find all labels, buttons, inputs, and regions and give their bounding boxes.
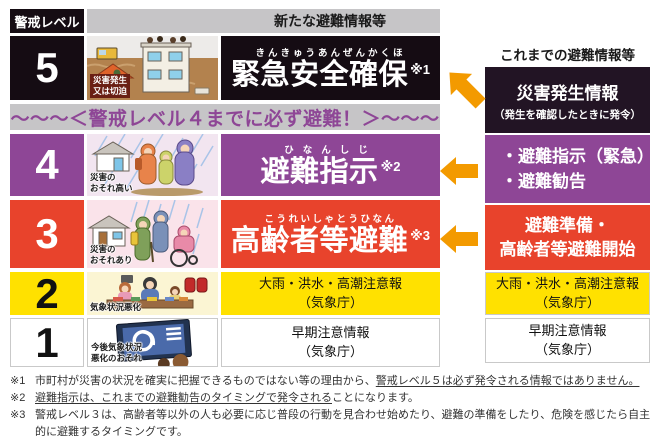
level-5-note-ref: ※1 [410,62,430,78]
arrow-left-level4-icon [440,156,478,186]
previous-early-line2: （気象庁） [534,341,600,357]
previous-advisory-box: 大雨・洪水・高潮注意報 （気象庁） [485,272,650,315]
arrow-left-level3-icon [440,224,478,254]
level-2-info-line1: 大雨・洪水・高潮注意報 [258,276,402,292]
level-5-ruby: きんきゅうあんぜんかくほ [255,48,406,60]
previous-disaster-line1: 災害発生情報 [516,83,619,103]
level-5-number: 5 [10,36,84,100]
previous-info-header: これまでの避難情報等 [485,45,650,63]
level-3-note-ref: ※3 [410,228,430,244]
previous-prepare-line2: 高齢者等避難開始 [499,239,636,259]
previous-early-info-box: 早期注意情報 （気象庁） [485,318,650,363]
level-1-illustration-cell: 今後気象状況 悪化のおそれ [87,318,218,367]
previous-evacuation-prepare-box: 避難準備・ 高齢者等避難開始 [485,205,650,270]
evacuating-in-rain-illustration [87,134,218,196]
level-4-number: 4 [10,134,84,196]
level-2-illustration-cell: 気象状況悪化 [87,272,218,315]
level-4-illustration-cell: 災害の おそれ高い [87,134,218,196]
level-4-ruby: ひなんしじ [284,145,377,157]
footnote-3-text: 警戒レベル３は、高齢者等以外の人も必要に応じ普段の行動を見合わせ始めたり、避難の… [35,409,651,436]
new-info-header-label: 新たな避難情報等 [274,13,386,29]
footnote-1-marker: ※1 [10,375,26,387]
previous-early-line1: 早期注意情報 [528,323,607,339]
level-3-action-cell: こうれいしゃとうひなん 高齢者等避難 ※3 [221,200,440,268]
previous-advisory-line1: 大雨・洪水・高潮注意報 [495,276,639,292]
previous-evacuation-order-box: ・避難指示（緊急） ・避難勧告 [485,135,654,203]
elderly-evacuation-illustration [87,200,218,268]
alert-level-header-label: 警戒レベル [14,14,80,30]
footnote-2: ※2 避難指示は、これまでの避難勧告のタイミングで発令されることになります。 [10,390,651,407]
level-1-caption: 今後気象状況 悪化のおそれ [91,341,143,363]
level-3-ruby: こうれいしゃとうひなん [264,214,397,226]
banner-text: ～～～＜警戒レベル４までに必ず避難！＞～～～ [10,108,440,130]
level-4-note-ref: ※2 [380,159,401,175]
level-2-caption: 気象状況悪化 [90,301,142,312]
family-preparing-illustration [87,272,218,315]
footnote-3-marker: ※3 [10,409,26,422]
level-3-action-label: 高齢者等避難 [231,225,409,258]
level-3-caption: 災害の おそれあり [90,243,133,265]
footnote-1: ※1 市町村が災害の状況を確実に把握できるものではない等の理由から、警戒レベル５… [10,373,651,390]
arrow-up-left-icon [441,64,489,112]
level-3-number: 3 [10,200,84,268]
level-3-row: 3 [10,200,440,268]
footnote-2-marker: ※2 [10,392,26,405]
weather-news-tv-illustration [88,319,217,366]
footnote-3: ※3 警戒レベル３は、高齢者等以外の人も必要に応じ普段の行動を見合わせ始めたり、… [10,407,651,436]
level-1-number: 1 [10,318,84,367]
level-5-action-label: 緊急安全確保 [231,59,409,92]
level-4-row: 4 [10,134,440,196]
level-1-row: 1 今後気象状況 悪化のおそれ 早期注意情報 （気象庁） [10,318,440,367]
level-4-action-label: 避難指示 [260,156,379,189]
level-4-caption: 災害の おそれ高い [90,171,133,193]
footnotes: ※1 市町村が災害の状況を確実に把握できるものではない等の理由から、警戒レベル５… [10,373,651,436]
previous-order-line2: ・避難勧告 [501,172,586,191]
level-3-illustration-cell: 災害の おそれあり [87,200,218,268]
flood-disaster-illustration [87,36,218,100]
level-5-caption: 災害発生 又は切迫 [90,73,131,98]
previous-disaster-info-box: 災害発生情報 （発生を確認したときに発令） [485,67,650,133]
footnote-1-text: 市町村が災害の状況を確実に把握できるものではない等の理由から、警戒レベル５は必ず… [35,375,640,387]
level-4-action-cell: ひなんしじ 避難指示 ※2 [221,134,440,196]
footnote-2-text: 避難指示は、これまでの避難勧告のタイミングで発令されることになります。 [35,392,419,405]
level-1-info-cell: 早期注意情報 （気象庁） [221,318,440,367]
level-2-info-cell: 大雨・洪水・高潮注意報 （気象庁） [221,272,440,315]
level-2-number: 2 [10,272,84,315]
level-5-row: 5 [10,36,440,100]
previous-disaster-line2: （発生を確認したときに発令） [494,108,641,121]
alert-level-header: 警戒レベル [10,9,84,33]
evacuate-by-level4-banner: ～～～＜警戒レベル４までに必ず避難！＞～～～ [10,104,440,130]
previous-order-line1: ・避難指示（緊急） [501,146,654,166]
previous-prepare-line1: 避難準備・ [525,215,610,235]
previous-advisory-line2: （気象庁） [534,294,600,310]
level-1-info-line2: （気象庁） [297,343,363,359]
level-1-info-line1: 早期注意情報 [291,325,370,341]
level-2-info-line2: （気象庁） [297,294,363,310]
previous-info-header-label: これまでの避難情報等 [500,47,635,63]
level-5-action-cell: きんきゅうあんぜんかくほ 緊急安全確保 ※1 [221,36,440,100]
level-2-row: 2 気象 [10,272,440,315]
new-info-header: 新たな避難情報等 [87,9,440,33]
level-5-illustration-cell: 災害発生 又は切迫 [87,36,218,100]
